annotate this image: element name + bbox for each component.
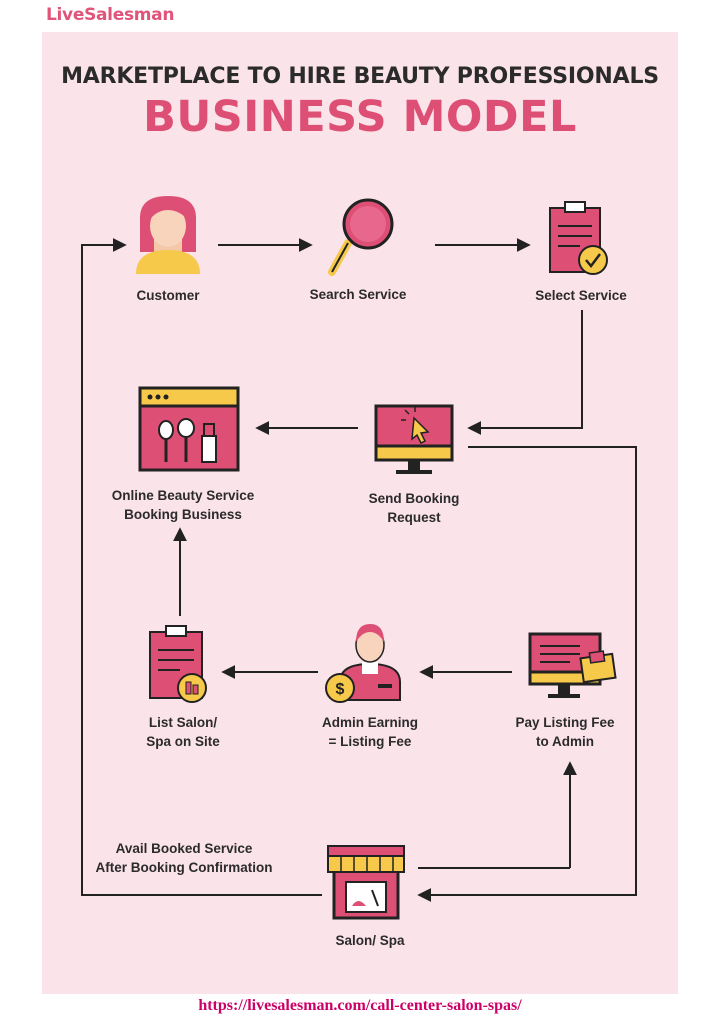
label-avail-booked-service: Avail Booked Service After Booking Confi… — [95, 841, 273, 875]
admin-earning-icon — [325, 624, 401, 703]
label-send-booking: Send Booking Request — [368, 491, 460, 525]
salon-storefront-icon — [327, 845, 405, 920]
label-pay-listing: Pay Listing Fee to Admin — [515, 715, 615, 749]
clipboard-listing-icon — [149, 625, 207, 703]
label-salon-spa: Salon/ Spa — [335, 933, 405, 948]
footer-url-link[interactable]: https://livesalesman.com/call-center-sal… — [198, 997, 522, 1014]
title-line-1: MARKETPLACE TO HIRE BEAUTY PROFESSIONALS — [61, 64, 659, 89]
search-icon — [328, 198, 394, 276]
dollar-sign-icon: $ — [336, 681, 345, 698]
title-line-2: BUSINESS MODEL — [143, 92, 577, 142]
label-online-beauty: Online Beauty Service Booking Business — [111, 488, 255, 522]
label-select-service: Select Service — [535, 288, 627, 303]
connector-arrows — [81, 238, 637, 902]
monitor-wallet-icon — [528, 632, 617, 698]
arrow-select-to-booking — [467, 310, 583, 435]
label-list-salon: List Salon/ Spa on Site — [146, 715, 220, 749]
arrow-salon-to-customer — [81, 238, 322, 896]
monitor-click-icon — [374, 404, 454, 474]
label-admin-earning: Admin Earning = Listing Fee — [321, 715, 418, 749]
customer-icon — [136, 196, 200, 274]
infographic-panel — [42, 32, 678, 994]
label-search-service: Search Service — [309, 287, 407, 302]
label-customer: Customer — [136, 288, 200, 303]
beauty-website-icon — [138, 386, 240, 472]
arrow-booking-to-salon — [417, 446, 637, 902]
clipboard-check-icon — [549, 201, 608, 275]
livesalesman-logo: LiveSalesman — [46, 5, 175, 25]
